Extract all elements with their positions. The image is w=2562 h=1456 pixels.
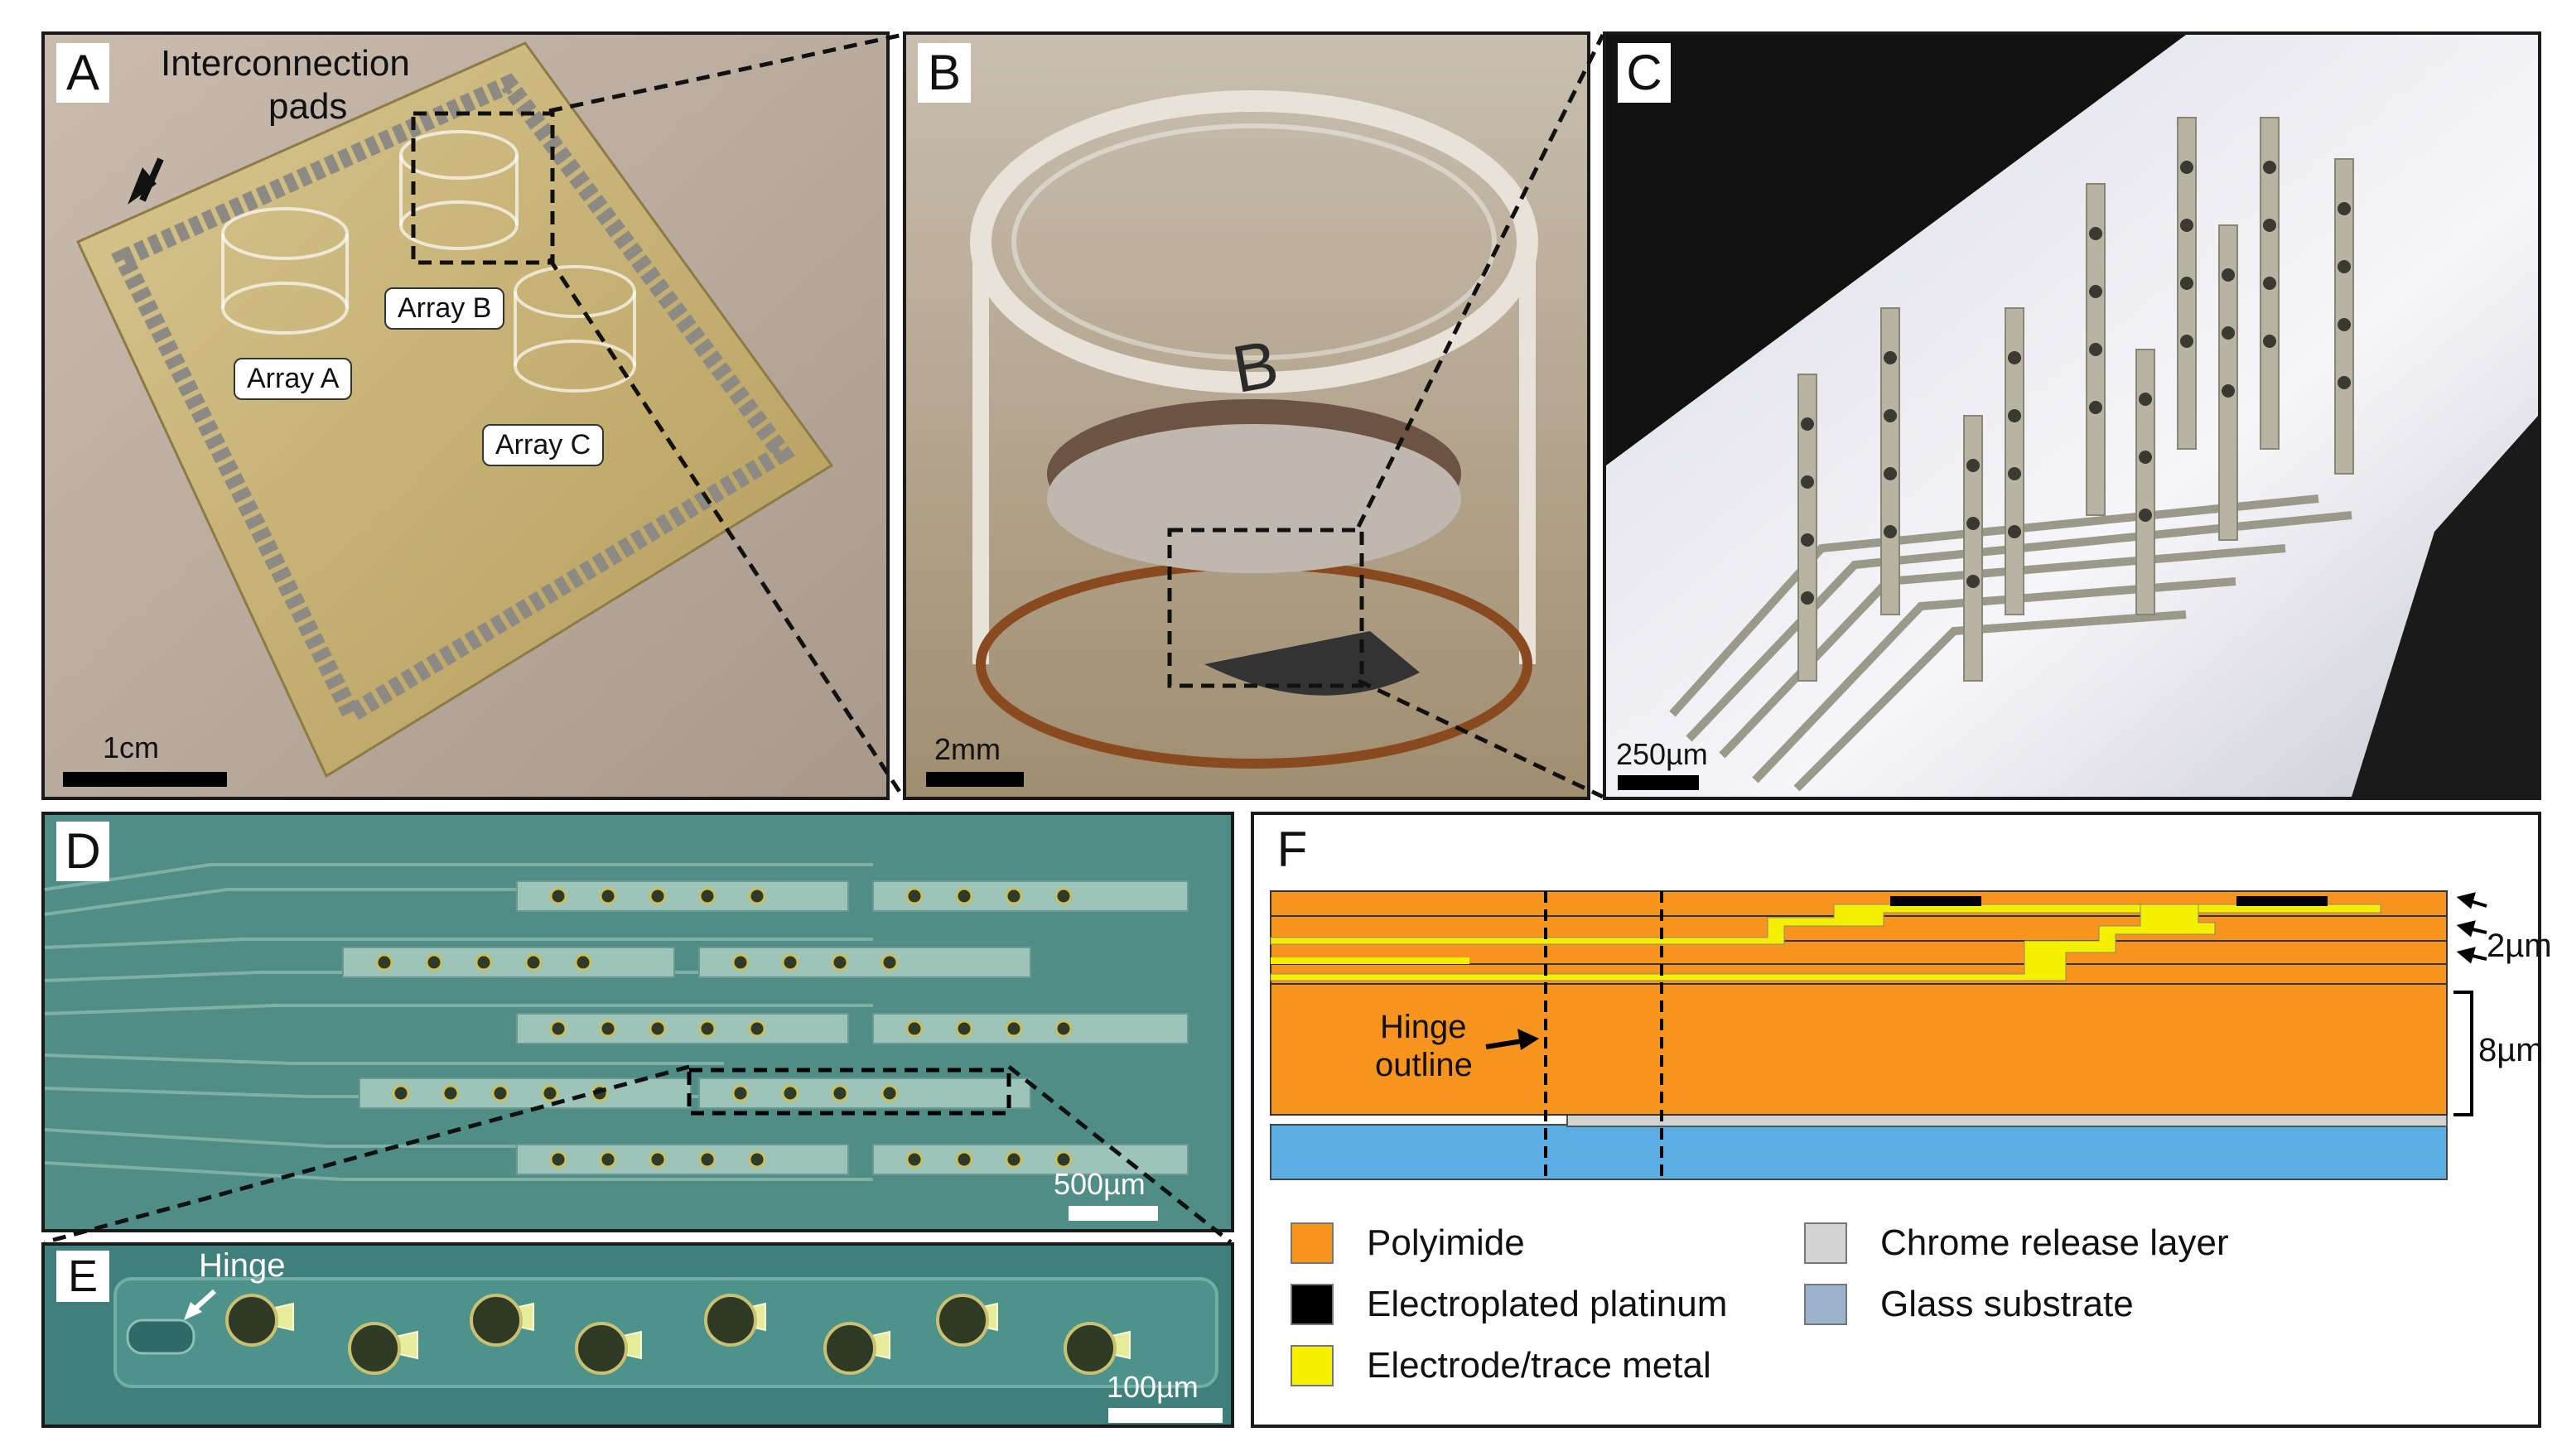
panel-a-photo — [45, 35, 886, 797]
panel-b-scale-bar — [926, 772, 1024, 787]
legend-swatch-polyimide — [1291, 1222, 1334, 1264]
legend-swatch-metal — [1291, 1345, 1334, 1386]
legend-swatch-chrome — [1804, 1222, 1847, 1264]
panel-a-letter: A — [56, 43, 109, 103]
callout-array-a: Array A — [234, 358, 353, 400]
hinge-label: Hinge — [199, 1247, 286, 1284]
panel-d-scale-bar — [1069, 1206, 1158, 1221]
hinge-outline-label-2: outline — [1375, 1047, 1473, 1083]
panel-d-scale-label: 500µm — [1054, 1167, 1146, 1201]
panel-a: A Interconnection pads Array A Array B A… — [41, 31, 890, 800]
panel-c-scale-label: 250µm — [1616, 737, 1708, 771]
panel-b: B B 2mm — [903, 31, 1590, 800]
panel-e-scale-label: 100µm — [1107, 1370, 1199, 1404]
legend-polyimide: Polyimide — [1291, 1222, 1525, 1264]
panel-c-photo — [1606, 35, 2538, 797]
panel-e-micrograph — [45, 1246, 1231, 1425]
interconnection-pads-label-2: pads — [268, 86, 348, 127]
hinge-outline-label-1: Hinge — [1380, 1009, 1467, 1045]
callout-array-c: Array C — [482, 424, 605, 466]
panel-a-scale-bar — [63, 772, 227, 787]
panel-e-scale-bar — [1108, 1408, 1223, 1423]
panel-c: C 250µm — [1603, 31, 2541, 800]
panel-f-letter: F — [1266, 820, 1319, 880]
legend-glass-substrate: Glass substrate — [1804, 1284, 2134, 1325]
panel-a-scale-label: 1cm — [103, 730, 160, 764]
panel-d: D 500µm — [41, 812, 1234, 1232]
panel-b-scale-label: 2mm — [934, 732, 1001, 766]
legend-swatch-glass — [1804, 1284, 1847, 1325]
legend-electrode-trace-metal: Electrode/trace metal — [1291, 1345, 1711, 1386]
dimension-2um: 2µm — [2487, 928, 2552, 964]
legend-swatch-platinum — [1291, 1284, 1334, 1325]
panel-b-photo — [906, 35, 1587, 797]
panel-c-scale-bar — [1618, 775, 1699, 790]
panel-b-letter: B — [918, 43, 971, 103]
panel-f: F Hinge outline 2µm 8µm Polyimide Electr… — [1251, 812, 2552, 1428]
panel-c-letter: C — [1618, 43, 1671, 103]
panel-e-letter: E — [56, 1251, 109, 1302]
legend-chrome-release-layer: Chrome release layer — [1804, 1222, 2229, 1264]
interconnection-pads-label-1: Interconnection — [161, 43, 410, 84]
panel-e: E Hinge 100µm — [41, 1242, 1234, 1428]
legend-electroplated-platinum: Electroplated platinum — [1291, 1284, 1727, 1325]
panel-f-cross-section-diagram — [1270, 890, 2487, 1180]
dimension-8um: 8µm — [2478, 1032, 2544, 1068]
panel-d-letter: D — [56, 822, 109, 881]
callout-array-b: Array B — [384, 287, 505, 330]
